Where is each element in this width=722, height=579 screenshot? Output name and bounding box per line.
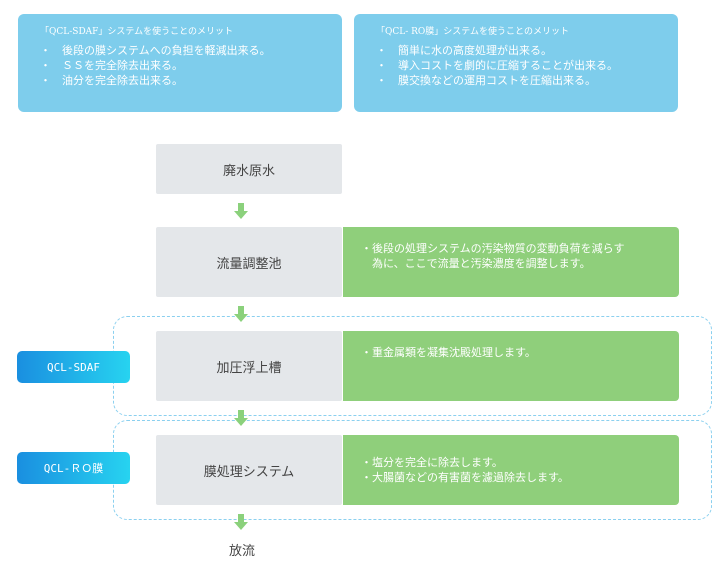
merit-item: ＳＳを完全除去出来る。 [40,58,328,73]
flow-step-label: 加圧浮上槽 [216,360,282,376]
description-line: ・後段の処理システムの汚染物質の変動負荷を減らす [361,242,625,255]
merit-box-ro: 「QCL- RO膜」システムを使うことのメリット 簡単に水の高度処理が出来る。 … [354,14,678,112]
merit-box-sdaf: 「QCL-SDAF」システムを使うことのメリット 後段の膜システムへの負担を軽減… [18,14,342,112]
merit-item: 導入コストを劇的に圧縮することが出来る。 [376,58,664,73]
merit-item: 簡単に水の高度処理が出来る。 [376,43,664,58]
system-label-sdaf: QCL-SDAF [17,351,130,383]
flow-step-description: ・重金属類を凝集沈殿処理します。 [343,331,679,401]
flow-step-label: 廃水原水 [222,163,275,179]
system-label-text: QCL-SDAF [47,360,100,374]
flow-step-description: ・塩分を完全に除去します。 ・大腸菌などの有害菌を濾過除去します。 [343,435,679,505]
flow-final-discharge: 放流 [228,544,255,559]
merit-item: 油分を完全除去出来る。 [40,73,328,88]
merit-list: 簡単に水の高度処理が出来る。 導入コストを劇的に圧縮することが出来る。 膜交換な… [376,43,664,88]
description-line: ・大腸菌などの有害菌を濾過除去します。 [361,471,569,484]
system-label-text: QCL-ＲＯ膜 [43,462,104,475]
description-line: ・塩分を完全に除去します。 [361,456,503,469]
down-arrow-icon [234,410,248,426]
description-line: 為に、ここで流量と汚染濃度を調整します。 [361,257,591,270]
flow-step-equalization-tank: 流量調整池 [156,227,342,297]
down-arrow-icon [234,203,248,219]
merit-title: 「QCL- RO膜」システムを使うことのメリット [376,27,569,37]
flow-step-flotation-tank: 加圧浮上槽 [156,331,342,401]
down-arrow-icon [234,514,248,530]
description-line: ・重金属類を凝集沈殿処理します。 [361,346,536,359]
flow-step-membrane-system: 膜処理システム [156,435,342,505]
merit-title: 「QCL-SDAF」システムを使うことのメリット [40,27,234,37]
merit-list: 後段の膜システムへの負担を軽減出来る。 ＳＳを完全除去出来る。 油分を完全除去出… [40,43,328,88]
merit-item: 後段の膜システムへの負担を軽減出来る。 [40,43,328,58]
system-label-ro: QCL-ＲＯ膜 [17,452,130,484]
merit-item: 膜交換などの運用コストを圧縮出来る。 [376,73,664,88]
flow-step-label: 流量調整池 [216,256,282,272]
flow-step-description: ・後段の処理システムの汚染物質の変動負荷を減らす 為に、ここで流量と汚染濃度を調… [343,227,679,297]
flow-step-raw-water: 廃水原水 [156,144,342,194]
flow-step-label: 膜処理システム [203,464,295,480]
down-arrow-icon [234,306,248,322]
